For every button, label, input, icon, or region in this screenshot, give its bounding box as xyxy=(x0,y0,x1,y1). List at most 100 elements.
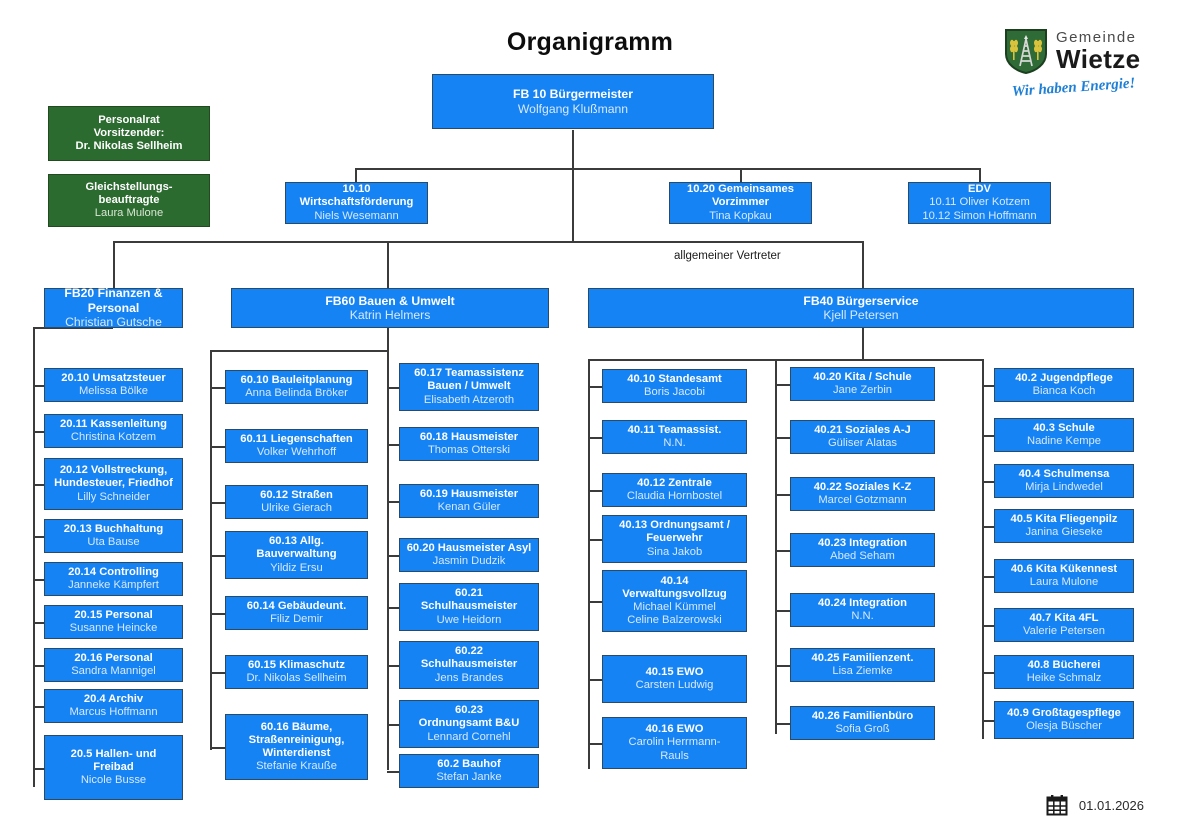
node-40-11-teamassist[interactable]: 40.11 Teamassist.N.N. xyxy=(602,420,747,454)
connector-top-stem xyxy=(572,130,574,168)
node-title: FB 10 Bürgermeister xyxy=(513,87,633,102)
connector-fb40a-stub-0 xyxy=(588,386,602,388)
node-title: 60.21 xyxy=(455,587,483,600)
node-person: Uta Bause xyxy=(87,536,140,548)
calendar-icon xyxy=(1046,795,1068,816)
node-title: 60.10 Bauleitplanung xyxy=(240,373,353,386)
node-person-2: 10.12 Simon Hoffmann xyxy=(922,209,1037,222)
node-fb60-bauen-umwelt[interactable]: FB60 Bauen & Umwelt Katrin Helmers xyxy=(231,288,549,328)
connector-fb40b-stub-2 xyxy=(775,494,790,496)
node-person: Carsten Ludwig xyxy=(635,679,714,691)
connector-fb40a-stub-4 xyxy=(588,601,602,603)
connector-fb40c-stub-4 xyxy=(982,576,994,578)
node-10-10-wirtschaftsfoerderung[interactable]: 10.10 Wirtschaftsförderung Niels Weseman… xyxy=(285,182,428,224)
node-fb20-finanzen-personal[interactable]: FB20 Finanzen & Personal Christian Gutsc… xyxy=(44,286,183,329)
node-60-16-baeume[interactable]: 60.16 Bäume,Straßenreinigung,Winterdiens… xyxy=(225,714,368,780)
node-title-2: Vorsitzender: xyxy=(93,126,165,139)
node-gleichstellungsbeauftragte[interactable]: Gleichstellungs- beauftragte Laura Mulon… xyxy=(48,174,210,227)
connector-dept-drop-fb40 xyxy=(862,241,864,288)
node-title: 20.15 Personal xyxy=(74,608,153,621)
node-title: 40.24 Integration xyxy=(818,596,907,609)
node-edv[interactable]: EDV 10.11 Oliver Kotzem 10.12 Simon Hoff… xyxy=(908,182,1051,224)
connector-fb60b-stub-0 xyxy=(387,387,399,389)
node-person: Volker Wehrhoff xyxy=(256,446,337,458)
node-fb10-buergermeister[interactable]: FB 10 Bürgermeister Wolfgang Klußmann xyxy=(432,74,714,129)
node-person: Lilly Schneider xyxy=(77,490,150,503)
node-title: 20.11 Kassenleitung xyxy=(60,417,167,430)
node-title: 20.14 Controlling xyxy=(68,565,159,578)
node-10-20-gemeinsames-vorzimmer[interactable]: 10.20 Gemeinsames Vorzimmer Tina Kopkau xyxy=(669,182,812,224)
node-person: Bianca Koch xyxy=(1032,385,1096,397)
node-person: Stefan Janke xyxy=(436,771,502,783)
node-person: Anna Belinda Bröker xyxy=(245,387,348,399)
connector-fb40b-stub-4 xyxy=(775,610,790,612)
node-person: Abed Seham xyxy=(830,550,895,562)
connector-fb40c-stub-7 xyxy=(982,720,994,722)
node-fb40-buergerservice[interactable]: FB40 Bürgerservice Kjell Petersen xyxy=(588,288,1134,328)
node-title: 60.14 Gebäudeunt. xyxy=(246,599,347,612)
node-person: Kjell Petersen xyxy=(823,308,899,322)
node-personalrat[interactable]: Personalrat Vorsitzender: Dr. Nikolas Se… xyxy=(48,106,210,161)
node-title: 40.12 Zentrale xyxy=(637,476,712,489)
node-title: 20.10 Umsatzsteuer xyxy=(61,371,166,384)
connector-fb40a-stub-1 xyxy=(588,437,602,439)
node-person: Janina Gieseke xyxy=(1025,526,1103,538)
node-title: 40.3 Schule xyxy=(1033,421,1095,434)
node-title: 40.5 Kita Fliegenpilz xyxy=(1010,512,1118,525)
node-title: 40.26 Familienbüro xyxy=(811,709,914,722)
node-20-12-vollstreckung[interactable]: 20.12 Vollstreckung,Hundesteuer, Friedho… xyxy=(44,458,183,510)
node-person: Yildiz Ersu xyxy=(270,561,323,574)
node-40-25-familienzent[interactable]: 40.25 Familienzent.Lisa Ziemke xyxy=(790,648,935,682)
connector-fb60b-stub-1 xyxy=(387,444,399,446)
connector-fb20-stub-7 xyxy=(33,706,44,708)
node-person: Valerie Petersen xyxy=(1023,625,1105,637)
connector-fb40b-stub-6 xyxy=(775,723,790,725)
connector-fb20-stub-3 xyxy=(33,536,44,538)
node-title: 40.8 Bücherei xyxy=(1027,658,1101,671)
connector-fb40c-stub-2 xyxy=(982,481,994,483)
node-60-14-gebaeudeunt[interactable]: 60.14 Gebäudeunt.Filiz Demir xyxy=(225,596,368,630)
node-title-2: Schulhausmeister xyxy=(420,600,518,613)
